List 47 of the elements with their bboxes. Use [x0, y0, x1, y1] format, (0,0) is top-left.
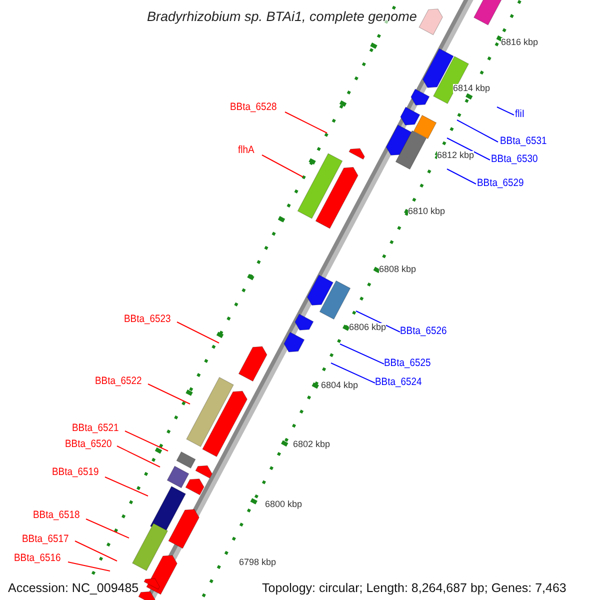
- leader-line: [356, 310, 400, 332]
- scale-label: 6808 kbp: [379, 265, 416, 274]
- gene-label: BBta_6522: [95, 376, 142, 386]
- gene-label: BBta_6531: [500, 136, 547, 146]
- gene-label: BBta_6516: [14, 553, 61, 564]
- leader-line: [340, 344, 384, 364]
- leader-line: [446, 138, 490, 160]
- gene-label: BBta_6524: [375, 377, 422, 388]
- leader-line: [456, 120, 498, 142]
- gene-label: BBta_6519: [52, 467, 99, 478]
- gene-label: BBta_6521: [72, 423, 119, 434]
- accession-text: Accession: NC_009485: [8, 582, 139, 594]
- gene-label: BBta_6523: [124, 314, 171, 324]
- leader-line: [148, 384, 190, 404]
- leader-line: [176, 322, 220, 344]
- gene-label: BBta_6518: [33, 510, 80, 520]
- genome-stats-text: Topology: circular; Length: 8,264,687 bp; Genes: 7,463: [262, 582, 566, 594]
- gene-label: BBta_6528: [230, 102, 277, 112]
- leader-line: [104, 476, 148, 496]
- gene-label: BBta_6517: [22, 534, 69, 544]
- leader-line: [446, 168, 476, 184]
- scale-label: 6804 kbp: [321, 381, 358, 390]
- leader-line: [284, 112, 328, 134]
- gene-label: BBta_6529: [477, 178, 524, 188]
- gene-label: fliI: [515, 109, 524, 120]
- leader-line: [86, 518, 130, 538]
- leader-line: [496, 106, 514, 116]
- gene-label: BBta_6530: [491, 154, 538, 164]
- scale-label: 6800 kbp: [265, 500, 302, 509]
- gene-label: BBta_6526: [400, 326, 447, 336]
- scale-label: 6798 kbp: [239, 558, 276, 567]
- leader-line: [262, 154, 304, 178]
- leader-line: [124, 430, 168, 452]
- scale-label: 6812 kbp: [437, 151, 474, 160]
- scale-label: 6814 kbp: [453, 84, 490, 93]
- scale-label: 6810 kbp: [408, 207, 446, 216]
- gene-label: flhA: [238, 145, 254, 156]
- leader-line: [74, 540, 118, 562]
- scale-label: 6816 kbp: [501, 38, 538, 47]
- leader-line: [68, 562, 110, 572]
- map-title: Bradyrhizobium sp. BTAi1, complete genome: [147, 10, 417, 24]
- leader-line: [330, 362, 376, 384]
- gene-label: BBta_6525: [384, 358, 431, 368]
- scale-label: 6806 kbp: [349, 323, 386, 332]
- gene-label: BBta_6520: [65, 439, 112, 450]
- scale-label: 6802 kbp: [293, 440, 330, 449]
- leader-line: [116, 446, 160, 468]
